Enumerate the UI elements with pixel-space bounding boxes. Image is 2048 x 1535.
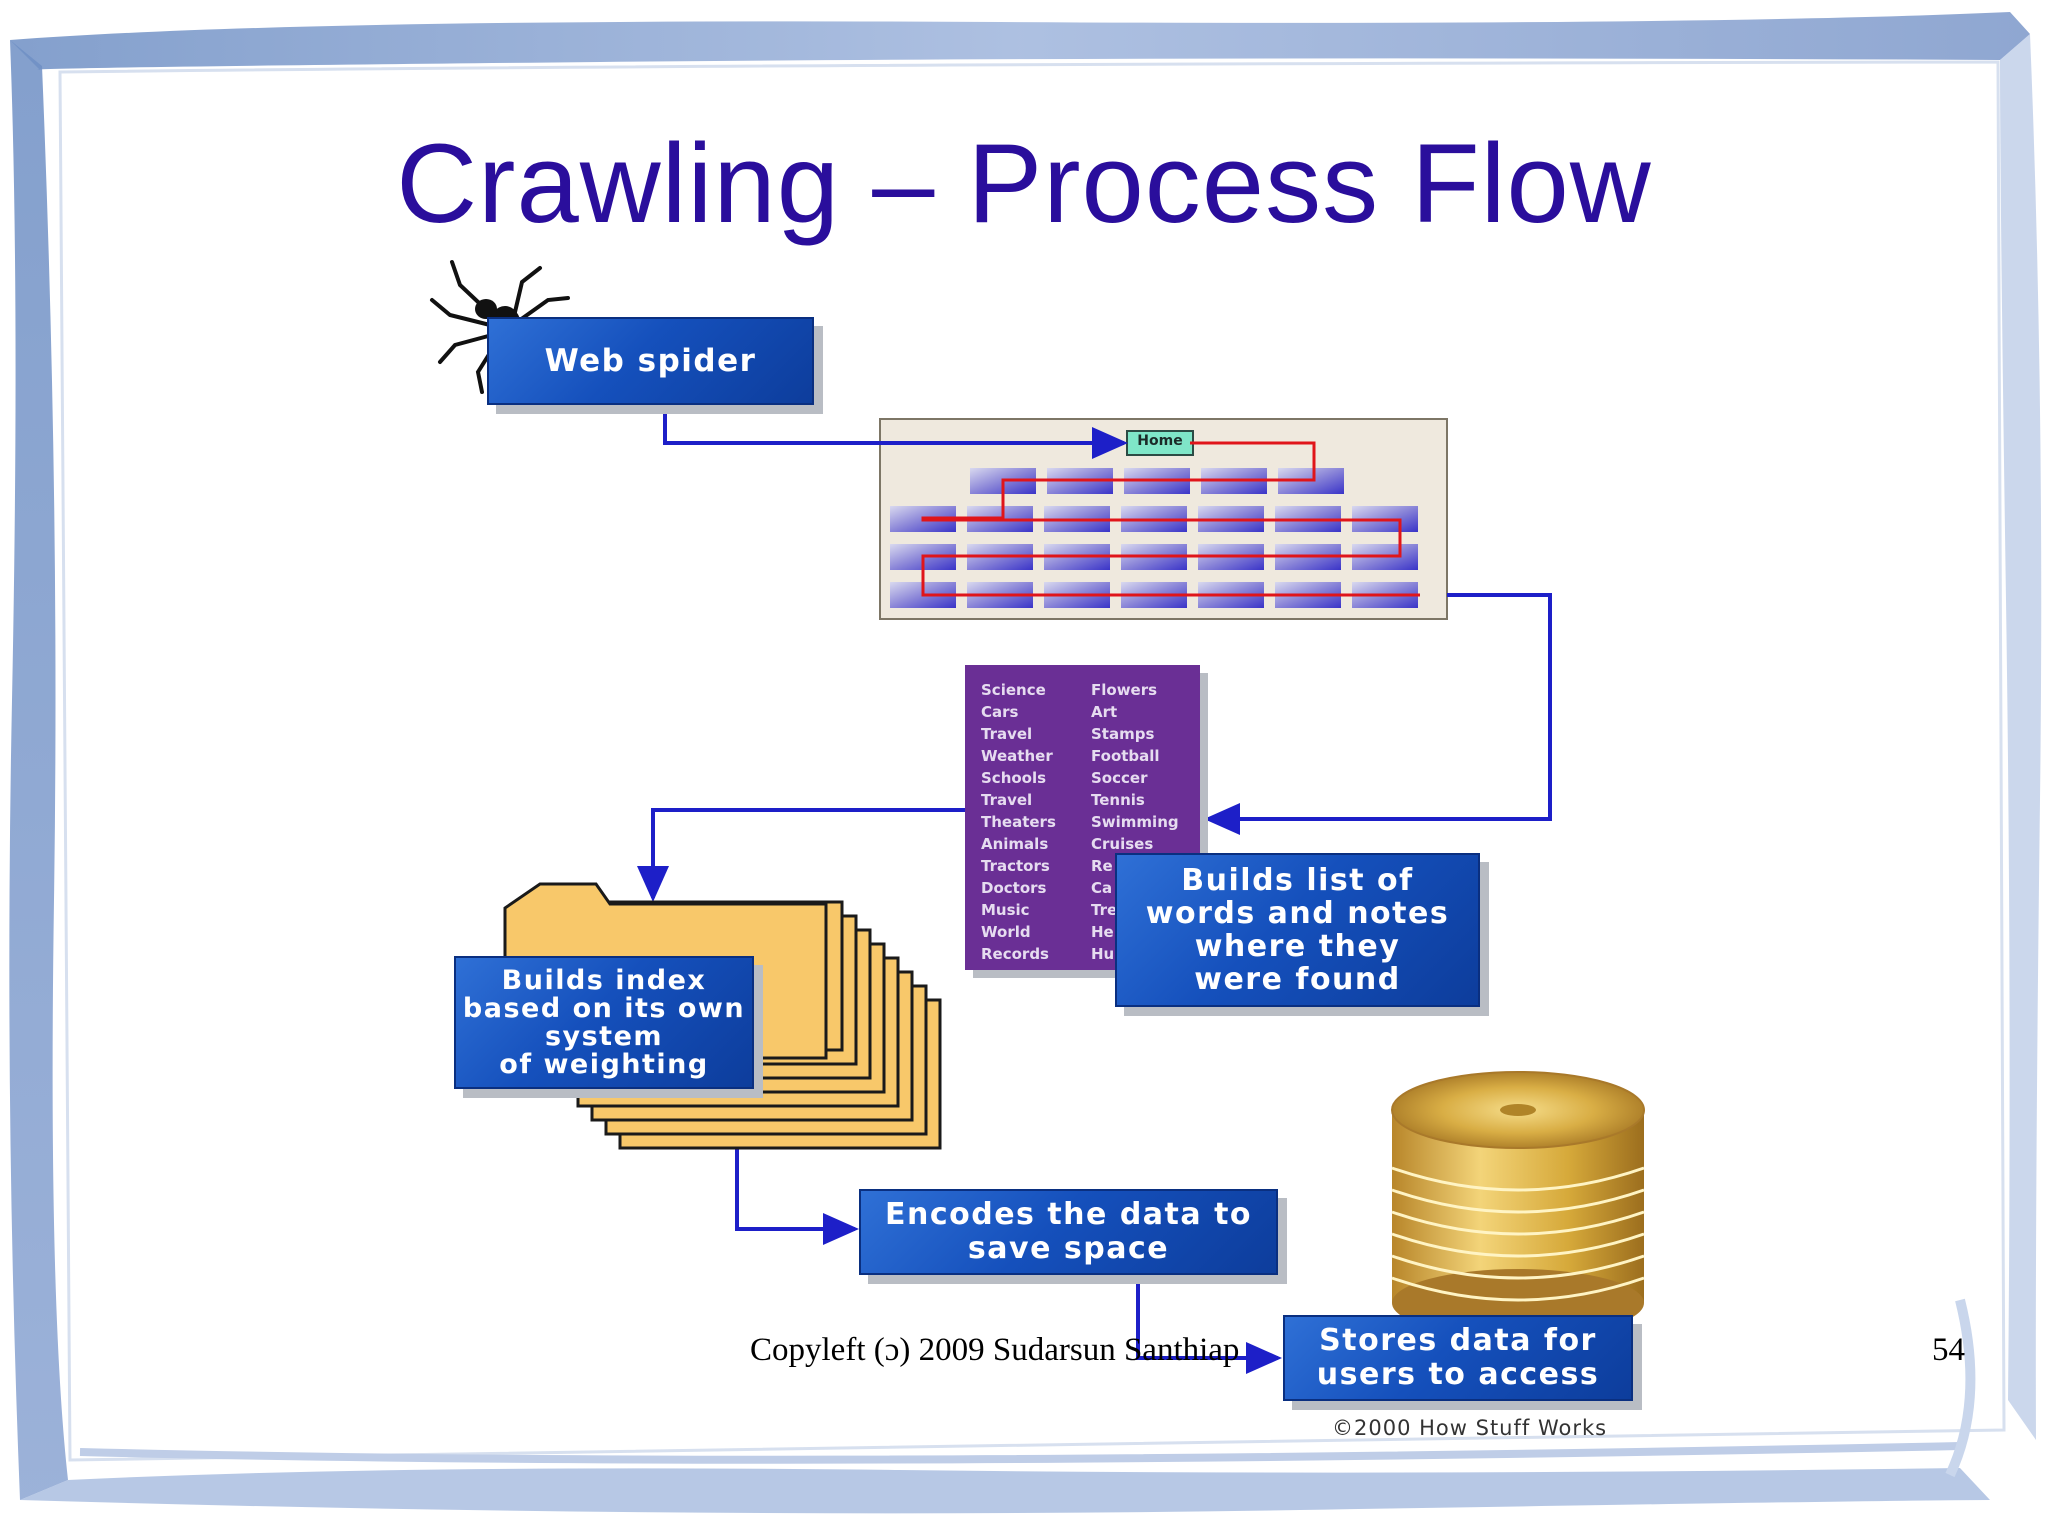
- word-list-card: Science Cars Travel Weather Schools Trav…: [965, 665, 1200, 970]
- word-item: Travel: [981, 725, 1033, 743]
- word-item: Tennis: [1091, 791, 1145, 809]
- word-item: Stamps: [1091, 725, 1155, 743]
- builds-index-line: based on its own: [462, 992, 746, 1024]
- builds-index-line: of weighting: [499, 1048, 709, 1080]
- arrow-sitemap-to-list: [1204, 593, 1552, 835]
- word-item: Re: [1091, 857, 1113, 875]
- stores-line: users to access: [1316, 1357, 1600, 1392]
- word-item: Soccer: [1091, 769, 1148, 787]
- word-item: Cruises: [1091, 835, 1154, 853]
- builds-list-line: where they: [1194, 929, 1401, 964]
- encodes-line: save space: [967, 1231, 1170, 1266]
- encodes-line: Encodes the data to: [884, 1197, 1253, 1232]
- builds-list-box: Builds list of words and notes where the…: [1115, 853, 1480, 1007]
- page-number: 54: [1932, 1332, 1965, 1368]
- word-list-left-column: Science Cars Travel Weather Schools Trav…: [981, 679, 1056, 965]
- crawl-path: [921, 441, 1420, 597]
- word-item: Hu: [1091, 945, 1115, 963]
- arrow-list-to-index: [637, 808, 965, 902]
- builds-list-line: words and notes: [1145, 896, 1450, 931]
- arrow-spider-to-home: [663, 405, 1128, 459]
- web-spider-box: Web spider: [487, 317, 814, 405]
- word-item: Weather: [981, 747, 1053, 765]
- home-page-label: Home: [1137, 433, 1183, 449]
- word-item: Music: [981, 901, 1030, 919]
- arrow-index-to-encode: [735, 1148, 859, 1245]
- word-item: Football: [1091, 747, 1160, 765]
- word-item: Travel: [981, 791, 1033, 809]
- word-item: Records: [981, 945, 1049, 963]
- word-item: Schools: [981, 769, 1047, 787]
- builds-index-line: system: [544, 1020, 664, 1052]
- word-item: Doctors: [981, 879, 1047, 897]
- site-map: [879, 418, 1448, 620]
- arrow-encode-to-store: [1136, 1284, 1282, 1374]
- word-item: Flowers: [1091, 681, 1158, 699]
- stores-box: Stores data for users to access: [1283, 1315, 1633, 1401]
- image-credit: ©2000 How Stuff Works: [1332, 1416, 1608, 1440]
- word-item: Science: [981, 681, 1046, 699]
- builds-list-line: were found: [1194, 962, 1401, 997]
- web-spider-label: Web spider: [544, 343, 757, 379]
- flow-arrows: [637, 405, 1552, 1374]
- word-item: Cars: [981, 703, 1019, 721]
- encodes-box: Encodes the data to save space: [859, 1189, 1278, 1275]
- slide-footer: Copyleft (ɔ) 2009 Sudarsun Santhiap: [750, 1332, 1240, 1368]
- word-item: Swimming: [1091, 813, 1179, 831]
- slide-title: Crawling – Process Flow: [396, 121, 1652, 246]
- word-item: Ca: [1091, 879, 1113, 897]
- word-item: Animals: [981, 835, 1049, 853]
- word-item: He: [1091, 923, 1114, 941]
- builds-list-line: Builds list of: [1181, 863, 1414, 898]
- builds-index-box: Builds index based on its own system of …: [454, 956, 754, 1089]
- word-item: Theaters: [981, 813, 1056, 831]
- stores-line: Stores data for: [1319, 1323, 1597, 1358]
- word-list-right-column: Flowers Art Stamps Football Soccer Tenni…: [1091, 679, 1179, 965]
- disk-stack-icon: [1391, 1071, 1645, 1337]
- word-item: Art: [1091, 703, 1118, 721]
- word-item: World: [981, 923, 1031, 941]
- word-item: Tractors: [981, 857, 1050, 875]
- builds-index-line: Builds index: [501, 964, 707, 996]
- word-item: Tre: [1091, 901, 1118, 919]
